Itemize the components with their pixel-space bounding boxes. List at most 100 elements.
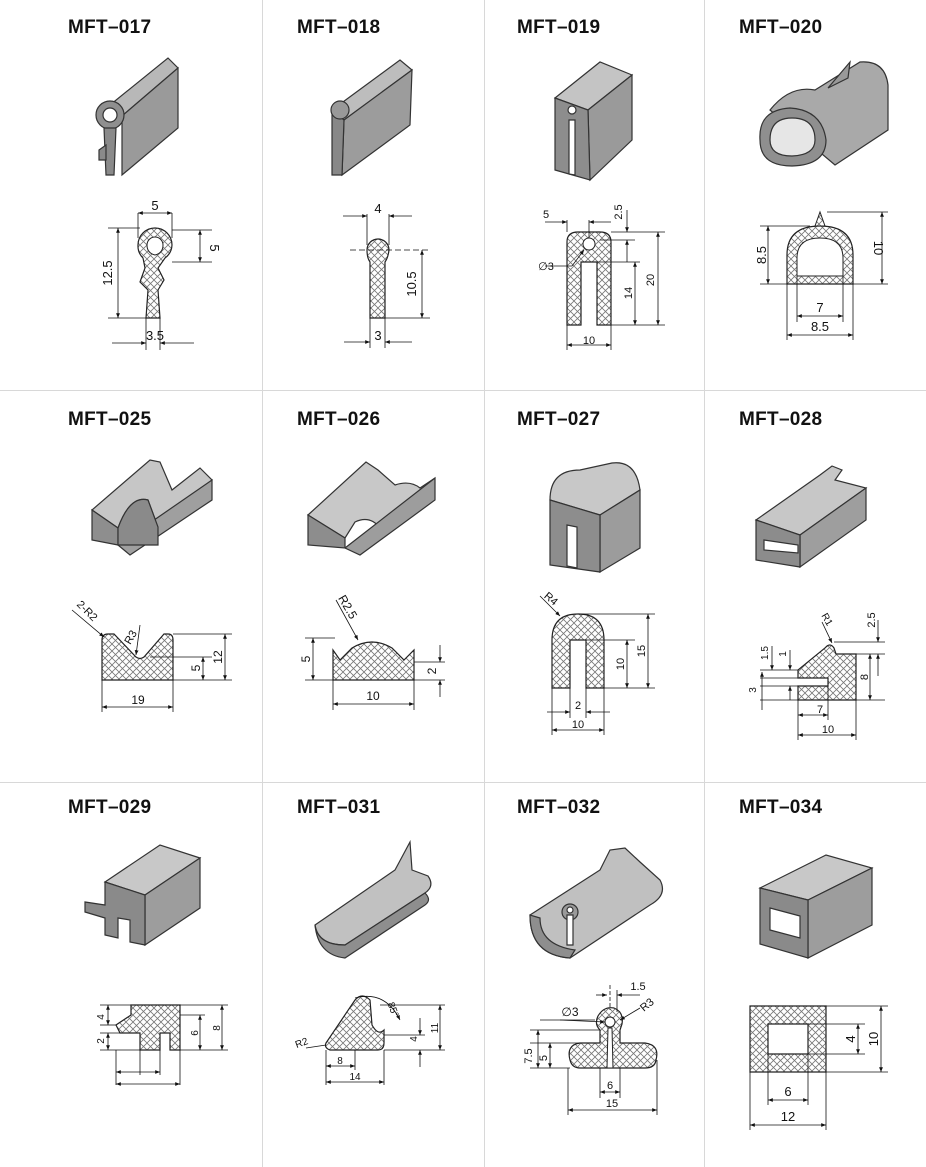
product-render-019 [553,61,634,182]
dim-018-c: 3 [374,328,381,343]
dim-018-a: 4 [374,201,381,216]
dim-028-b: 2.5 [866,612,878,627]
dim-028-c: 1.5 [760,646,771,660]
dim-018-b: 10.5 [404,271,419,296]
dim-019-c: ∅3 [538,261,554,273]
dim-025-e: 19 [131,693,145,707]
dim-032-g: 15 [606,1098,618,1110]
column-divider [704,0,705,1167]
dim-034-c: 6 [784,1084,791,1099]
product-render-018 [330,59,413,177]
product-render-029 [84,844,202,947]
dim-019-a: 5 [543,209,549,221]
product-title-032: MFT–032 [517,797,601,818]
profile-drawing-029: 4 2 6 8 [96,1004,228,1086]
product-render-025 [91,459,213,556]
product-render-032 [529,847,663,959]
profile-drawing-028: R1 2.5 1.5 1 8 3 7 10 [748,611,885,740]
dim-028-g: 7 [817,704,823,716]
profile-drawing-026: R2.5 5 2 10 [299,593,445,710]
dim-019-b: 2.5 [613,204,625,219]
profile-drawing-032: 1.5 ∅3 R3 7.5 5 6 15 [523,981,658,1115]
dim-026-a: R2.5 [335,593,360,622]
dim-017-b: 5 [207,244,222,251]
dim-029-b: 2 [96,1038,107,1044]
dim-028-e: 8 [859,674,871,680]
product-title-017: MFT–017 [68,17,152,38]
dim-020-a: 8.5 [754,246,769,264]
product-title-034: MFT–034 [739,797,823,818]
dim-032-e: 5 [538,1055,550,1061]
product-render-017 [95,57,179,177]
dim-032-c: R3 [638,996,656,1014]
column-divider [262,0,263,1167]
dim-020-c: 7 [816,300,823,315]
dim-034-d: 12 [781,1109,795,1124]
profile-drawing-025: 2-R2 R3 5 12 19 [71,599,232,712]
dim-026-c: 2 [425,667,439,674]
dim-031-e: 8 [337,1056,343,1067]
product-title-027: MFT–027 [517,409,601,430]
dim-027-b: 10 [615,658,627,670]
dim-029-a: 4 [96,1014,107,1020]
dim-025-c: 5 [189,664,203,671]
dim-032-d: 7.5 [523,1048,535,1063]
profile-drawing-031: R2 85° 11 4 8 14 [294,995,445,1085]
dim-028-h: 10 [822,724,834,736]
dim-031-a: R2 [294,1036,310,1051]
product-title-026: MFT–026 [297,409,381,430]
dim-031-c: 11 [430,1022,441,1033]
product-title-025: MFT–025 [68,409,152,430]
dim-032-a: 1.5 [630,981,645,993]
dim-025-d: 12 [211,650,225,664]
dim-027-a: R4 [541,590,559,608]
dim-020-b: 10 [871,241,886,255]
profile-drawing-020: 8.5 10 7 8.5 [754,210,888,340]
dim-031-d: 4 [409,1036,420,1042]
product-render-034 [758,854,874,959]
product-title-028: MFT–028 [739,409,823,430]
dim-027-c: 15 [636,645,648,657]
column-divider [484,0,485,1167]
dim-029-c: 6 [190,1030,201,1036]
profile-drawing-019: 5 2.5 ∅3 14 20 10 [538,204,665,350]
profile-drawing-018: 4 10.5 3 [343,201,430,348]
dim-034-a: 10 [866,1032,881,1046]
dim-025-a: 2-R2 [74,599,99,624]
product-render-020 [759,60,889,167]
dim-027-e: 10 [572,719,584,731]
dim-026-b: 5 [299,655,313,662]
dim-017-d: 3.5 [146,328,164,343]
product-render-031 [314,839,432,959]
dim-027-d: 2 [575,700,581,712]
dim-019-e: 20 [645,274,657,286]
dim-031-b: 85° [385,1001,401,1019]
product-title-018: MFT–018 [297,17,381,38]
profile-drawing-034: 10 4 6 12 [749,1005,888,1130]
product-render-028 [754,465,868,569]
dim-032-b: ∅3 [561,1005,578,1019]
dim-028-d: 1 [778,651,789,657]
dim-019-d: 14 [623,287,635,299]
profile-drawing-027: R4 10 15 2 10 [539,590,655,735]
row-divider [0,782,926,783]
dim-029-d: 8 [212,1025,223,1031]
dim-019-f: 10 [583,335,595,347]
dim-031-f: 14 [349,1072,361,1083]
dim-032-f: 6 [607,1080,613,1092]
product-title-029: MFT–029 [68,797,152,818]
product-title-031: MFT–031 [297,797,381,818]
dim-028-a: R1 [818,611,834,628]
dim-026-d: 10 [366,689,380,703]
dim-020-d: 8.5 [811,319,829,334]
dim-034-b: 4 [843,1035,858,1042]
product-render-026 [307,461,436,556]
product-render-027 [549,462,641,574]
dim-017-a: 5 [151,198,158,213]
dim-017-c: 12.5 [100,260,115,285]
dim-028-f: 3 [748,687,759,693]
row-divider [0,390,926,391]
product-title-019: MFT–019 [517,17,601,38]
